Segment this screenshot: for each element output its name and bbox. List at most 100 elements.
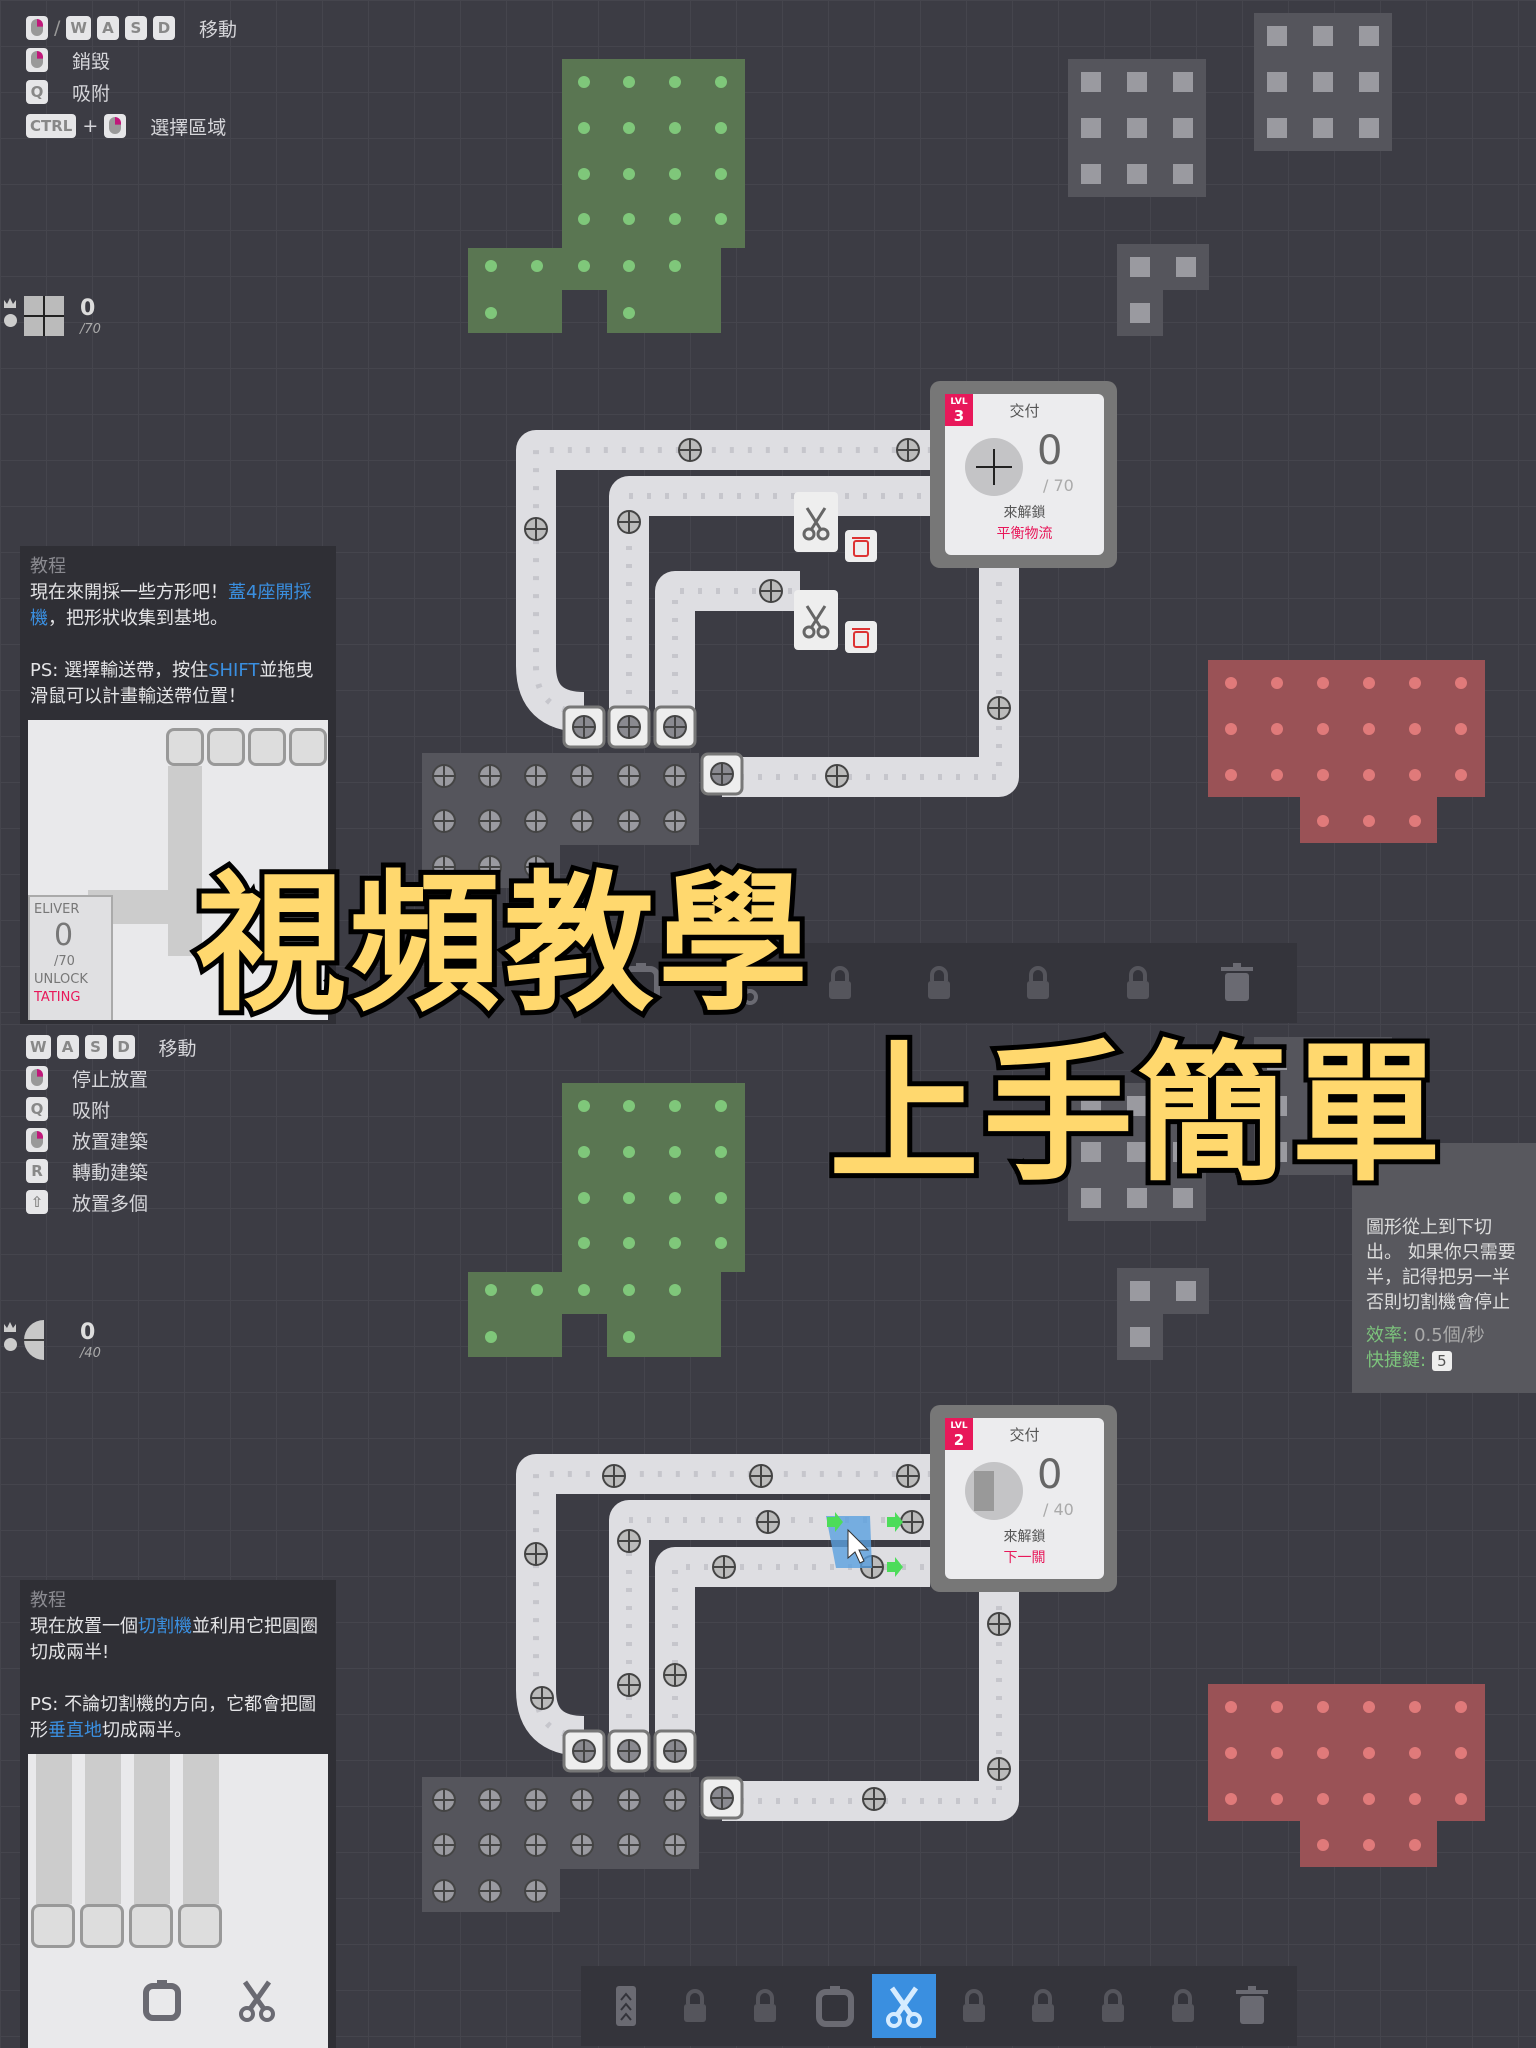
tutorial-ps: PS: 不論切割機的方向，它都會把圖形垂直地切成兩半。 (30, 1692, 326, 1744)
toolbar-trash-button[interactable] (1205, 951, 1269, 1015)
ore-dot (669, 260, 681, 272)
toolbar-lock-button (1151, 1974, 1215, 2038)
control-hint: ⇧放置多個 (26, 1189, 148, 1215)
text: 現在放置一個 (30, 1616, 138, 1637)
ore-dot (1455, 677, 1467, 689)
ore-dot (1363, 723, 1375, 735)
hub-title: 交付 (1009, 1426, 1040, 1444)
ore-dot (715, 213, 727, 225)
lock-icon (1101, 1989, 1124, 2022)
belt-arrows (722, 568, 1002, 780)
ore-dot (1317, 1793, 1329, 1805)
circle-shape (570, 809, 594, 833)
control-label: 轉動建築 (72, 1161, 149, 1184)
circle-shape (524, 1833, 548, 1857)
control-hint: CTRL+選擇區域 (26, 113, 226, 139)
ore-dot (1225, 677, 1237, 689)
circle-shape (862, 1787, 886, 1811)
key-cap: W (26, 1035, 51, 1059)
miner-icon (815, 1986, 854, 2027)
ore-dot (623, 122, 635, 134)
circle-shape (663, 1833, 687, 1857)
goal-count: 0 (80, 296, 96, 321)
ore-dot (1225, 723, 1237, 735)
circle-shape (756, 1510, 780, 1534)
square-ore (1313, 26, 1333, 46)
square-ore (1359, 26, 1379, 46)
ore-dot (1409, 769, 1421, 781)
efficiency-label: 效率: (1366, 1325, 1409, 1346)
text: ，把形狀收集到基地。 (48, 608, 228, 629)
conveyor-belt[interactable] (655, 571, 800, 712)
conveyor-belt[interactable] (722, 1592, 1019, 1821)
ore-dot (1317, 1839, 1329, 1851)
tutorial-text: 現在來開採一些方形吧！蓋4座開採機，把形狀收集到基地。 (30, 580, 326, 632)
ore-dot (623, 1192, 635, 1204)
miner-building (248, 728, 286, 766)
miner-building (31, 1904, 75, 1948)
green-ore-patch (468, 1083, 745, 1357)
miner-building (166, 728, 204, 766)
trash-building[interactable] (845, 621, 877, 653)
ore-dot (623, 213, 635, 225)
toolbar-trash-button[interactable] (1220, 1974, 1284, 2038)
ore-dot (715, 76, 727, 88)
ore-dot (1271, 1793, 1283, 1805)
lock-icon (1032, 1989, 1055, 2022)
ore-dot (669, 76, 681, 88)
key-cap: W (66, 16, 91, 40)
ore-dot (623, 76, 635, 88)
text: PS: 選擇輸送帶，按住 (30, 660, 209, 681)
circle-shape (617, 1529, 641, 1553)
ore-dot (623, 1100, 635, 1112)
circle-shape (987, 1612, 1011, 1636)
circle-shape (663, 809, 687, 833)
circle-shape (524, 764, 548, 788)
tutorial-preview-video[interactable] (28, 1754, 328, 2048)
square-ore (1173, 1188, 1193, 1208)
conveyor-belt[interactable] (655, 1547, 930, 1736)
hub-unlock: 來解鎖 (1003, 505, 1046, 521)
square-ore (1313, 1050, 1333, 1070)
ore-dot (1225, 1747, 1237, 1759)
info-icon[interactable] (4, 1338, 17, 1351)
square-ore (1313, 1096, 1333, 1116)
circle-shape (524, 517, 548, 541)
toolbar-miner-button[interactable] (609, 951, 673, 1015)
toolbar-belt-button[interactable] (594, 1974, 658, 2038)
info-icon[interactable] (4, 314, 17, 327)
circle-shape (710, 1786, 734, 1810)
trash-building[interactable] (845, 530, 877, 562)
level-label: LVL (950, 1421, 968, 1431)
circle-shape (896, 1464, 920, 1488)
conveyor-belt (183, 1754, 219, 1904)
ore-dot (1317, 1747, 1329, 1759)
toolbar-miner-button[interactable] (803, 1974, 867, 2038)
square-ore (1130, 257, 1150, 277)
square-shape-icon (24, 296, 64, 336)
ore-dot (715, 1237, 727, 1249)
toolbar-cutter-button[interactable] (872, 1974, 937, 2038)
square-ore (1081, 1188, 1101, 1208)
circle-shape (530, 1686, 554, 1710)
mouse-icon (26, 1128, 48, 1152)
square-ore (1173, 1096, 1193, 1116)
ore-dot (669, 1146, 681, 1158)
mouse-cursor-icon (847, 1528, 870, 1564)
miner-building (80, 1904, 124, 1948)
ore-dot (623, 168, 635, 180)
square-ore (1081, 1096, 1101, 1116)
hub-title: 交付 (1009, 402, 1040, 420)
toolbar-cutter-button[interactable] (708, 951, 772, 1015)
ore-dot (669, 1284, 681, 1296)
mouse-icon (104, 114, 127, 138)
